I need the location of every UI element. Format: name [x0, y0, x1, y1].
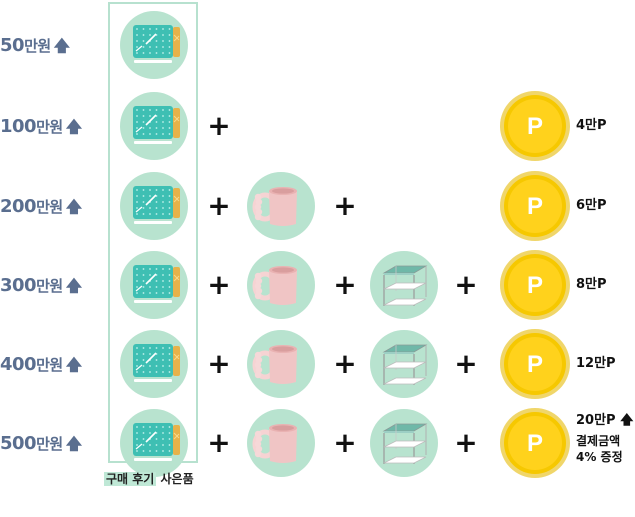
plus-sign: +: [333, 268, 357, 301]
review-gift-label-highlight: 구매 후기: [104, 472, 157, 486]
pink-mug-icon: [247, 409, 315, 477]
plus-sign: +: [333, 426, 357, 459]
pink-mug-icon: [247, 330, 315, 398]
reward-line: 12만P: [576, 356, 616, 371]
plus-sign: +: [333, 347, 357, 380]
up-arrow-icon: 🡅: [65, 276, 82, 295]
reward-text: 6만P: [576, 198, 607, 214]
coin-letter: P: [527, 113, 543, 140]
reward-line: 6만P: [576, 198, 607, 213]
tier-amount: 500: [0, 433, 37, 454]
reward-text: 20만P 🡅 결제금액 4% 증정: [576, 413, 633, 465]
tier-unit: 만원: [36, 435, 63, 453]
tier-unit: 만원: [24, 37, 51, 55]
up-arrow-icon: 🡅: [65, 434, 82, 453]
tier-label: 200만원🡅: [0, 196, 82, 217]
plus-sign: +: [207, 347, 231, 380]
tier-label: 400만원🡅: [0, 354, 82, 375]
tier-amount: 100: [0, 116, 37, 137]
tier-label: 100만원🡅: [0, 116, 82, 137]
review-gift-label-rest: 사은품: [156, 472, 194, 486]
point-coin-icon: P: [499, 407, 571, 479]
pegboard-icon: [120, 92, 188, 160]
plus-sign: +: [333, 189, 357, 222]
glass-shelf-icon: [370, 409, 438, 477]
coin-letter: P: [527, 430, 543, 457]
point-coin-icon: P: [499, 328, 571, 400]
reward-text: 8만P: [576, 277, 607, 293]
pegboard-icon: [120, 11, 188, 79]
up-arrow-icon: 🡅: [65, 355, 82, 374]
coin-letter: P: [527, 351, 543, 378]
glass-shelf-icon: [370, 330, 438, 398]
tier-label: 500만원🡅: [0, 433, 82, 454]
tier-amount: 300: [0, 275, 37, 296]
plus-sign: +: [207, 268, 231, 301]
reward-line: 20만P 🡅: [576, 413, 634, 428]
tier-unit: 만원: [36, 277, 63, 295]
coin-letter: P: [527, 272, 543, 299]
tier-label: 300만원🡅: [0, 275, 82, 296]
plus-sign: +: [454, 268, 478, 301]
tier-amount: 50: [0, 35, 25, 56]
pegboard-icon: [120, 251, 188, 319]
pegboard-icon: [120, 409, 188, 477]
pink-mug-icon: [247, 172, 315, 240]
review-gift-label: 구매 후기 사은품: [104, 470, 194, 488]
plus-sign: +: [207, 109, 231, 142]
reward-line: 4% 증정: [576, 450, 623, 464]
tier-amount: 200: [0, 196, 37, 217]
tier-unit: 만원: [36, 118, 63, 136]
pink-mug-icon: [247, 251, 315, 319]
reward-line: 결제금액: [576, 434, 621, 448]
up-arrow-icon: 🡅: [65, 197, 82, 216]
tier-label: 50만원🡅: [0, 35, 70, 56]
tier-unit: 만원: [36, 198, 63, 216]
plus-sign: +: [207, 189, 231, 222]
up-arrow-icon: 🡅: [53, 36, 70, 55]
point-coin-icon: P: [499, 90, 571, 162]
glass-shelf-icon: [370, 251, 438, 319]
reward-line: 8만P: [576, 277, 607, 292]
reward-text: 12만P: [576, 356, 616, 372]
plus-sign: +: [454, 347, 478, 380]
point-coin-icon: P: [499, 170, 571, 242]
plus-sign: +: [207, 426, 231, 459]
coin-letter: P: [527, 193, 543, 220]
tier-amount: 400: [0, 354, 37, 375]
reward-line: 4만P: [576, 118, 607, 133]
reward-text: 4만P: [576, 118, 607, 134]
point-coin-icon: P: [499, 249, 571, 321]
plus-sign: +: [454, 426, 478, 459]
tier-unit: 만원: [36, 356, 63, 374]
up-arrow-icon: 🡅: [65, 117, 82, 136]
pegboard-icon: [120, 330, 188, 398]
pegboard-icon: [120, 172, 188, 240]
